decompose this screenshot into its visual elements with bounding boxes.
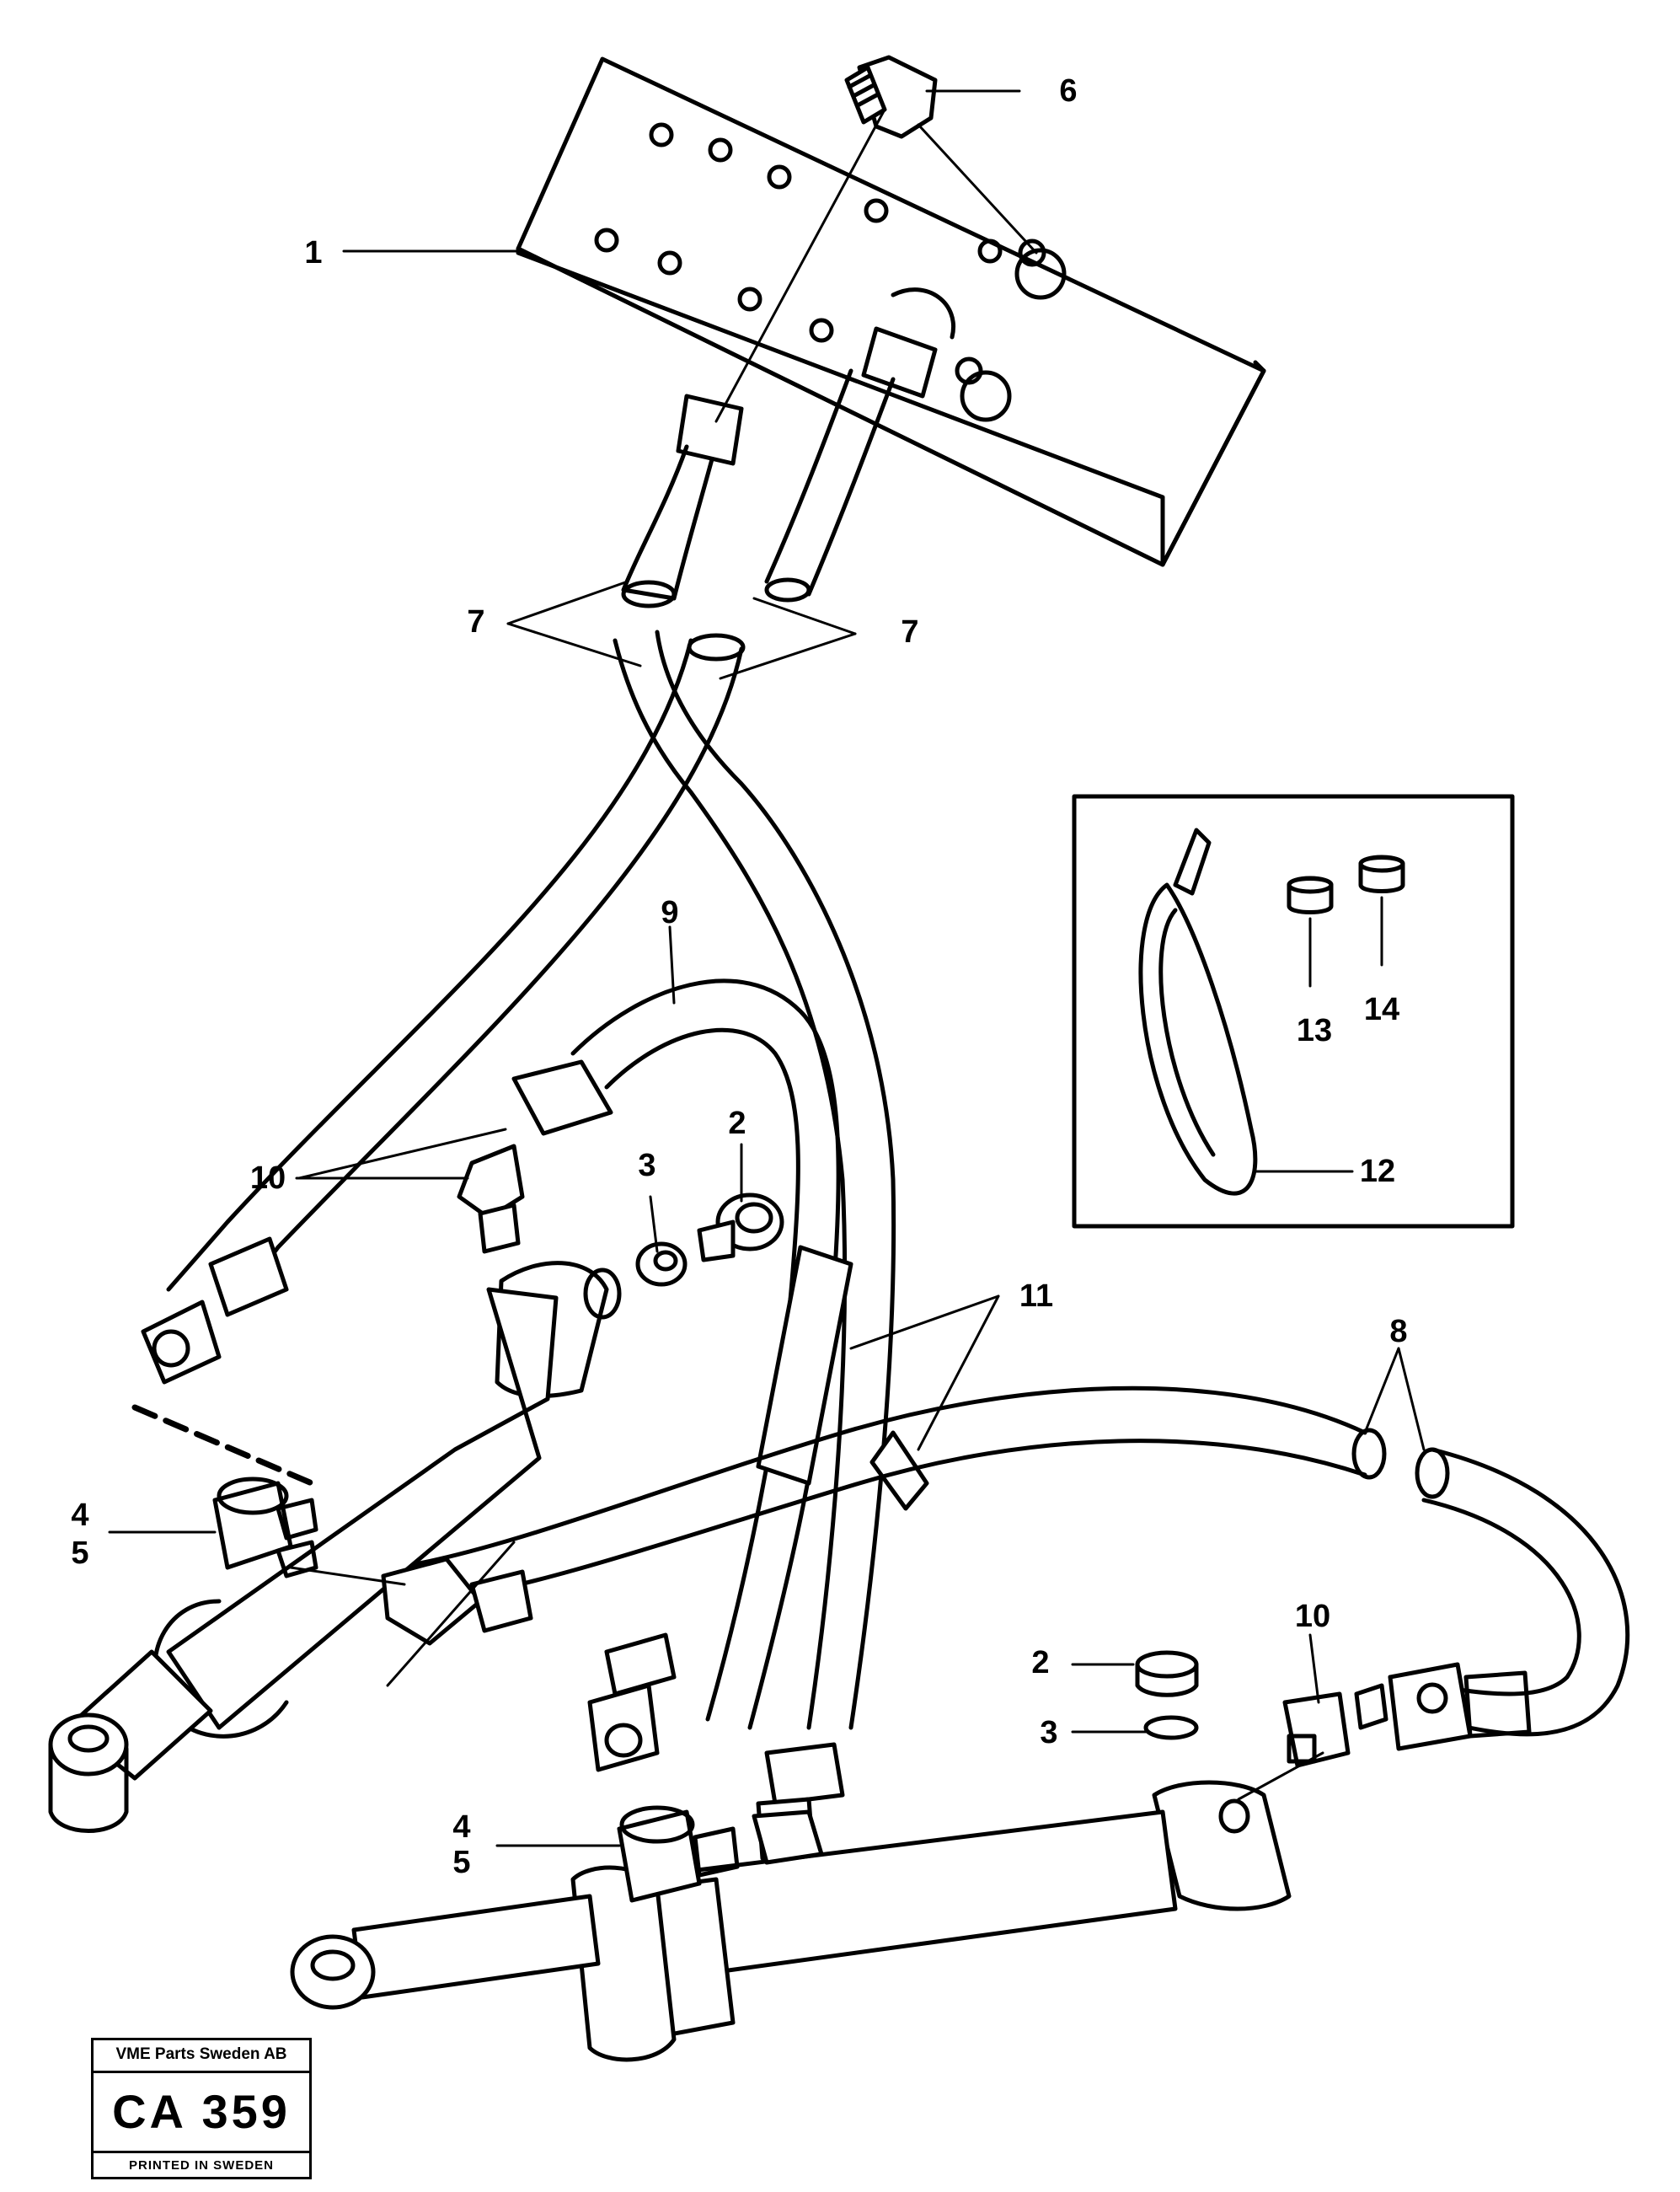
drawing-stamp: VME Parts Sweden AB CA 359 PRINTED IN SW… (91, 2038, 312, 2179)
steering-cylinder-left (48, 1261, 622, 1833)
callout-5-upper: 5 (71, 1535, 88, 1571)
stamp-company: VME Parts Sweden AB (94, 2040, 309, 2073)
callout-2-lower: 2 (1031, 1645, 1049, 1680)
callout-6: 6 (1059, 73, 1077, 109)
steering-cylinder-right (290, 1780, 1292, 2062)
banjo-fitting-4-5-lower (617, 1805, 824, 1903)
callout-3-lower: 3 (1040, 1715, 1057, 1750)
leader-lines (108, 89, 1426, 1847)
callout-7-right: 7 (901, 614, 918, 650)
banjo-fitting-4-5 (212, 1477, 318, 1578)
callout-12: 12 (1360, 1154, 1395, 1189)
washer-3-lower (1143, 1715, 1199, 1740)
elbow-fitting-10 (457, 1144, 525, 1254)
stamp-drawing-code: CA 359 (94, 2073, 309, 2153)
adapter-fitting-6 (844, 55, 938, 139)
callout-4-lower: 4 (452, 1809, 470, 1845)
hose-8 (393, 1385, 1630, 1737)
callout-13: 13 (1297, 1013, 1332, 1048)
plug-2 (697, 1192, 784, 1262)
plug-2-lower (1135, 1650, 1199, 1697)
callout-14: 14 (1364, 992, 1399, 1027)
washer-3 (635, 1241, 688, 1287)
callout-10-lower: 10 (1295, 1599, 1330, 1634)
callout-2-upper: 2 (728, 1106, 746, 1141)
hose-7 (621, 287, 955, 608)
callout-9: 9 (661, 895, 678, 930)
stamp-printed-note: PRINTED IN SWEDEN (128, 2158, 274, 2173)
callout-10-upper: 10 (250, 1160, 286, 1196)
callouts: 1 6 7 7 9 10 2 3 11 8 13 14 12 4 5 10 2 … (71, 73, 1407, 1880)
callout-11: 11 (1019, 1278, 1053, 1314)
callout-7-left: 7 (467, 604, 484, 640)
callout-4-upper: 4 (71, 1498, 88, 1533)
inset-box (1072, 794, 1515, 1229)
hose-end-left (131, 1236, 315, 1487)
callout-8: 8 (1389, 1314, 1407, 1349)
callout-5-lower: 5 (452, 1845, 470, 1880)
lower-hoses (166, 630, 896, 1730)
valve-block (516, 56, 1266, 567)
callout-1: 1 (304, 235, 322, 271)
callout-3-upper: 3 (638, 1148, 655, 1183)
hose-end-right (1388, 1662, 1532, 1751)
hose-9 (511, 978, 841, 1730)
elbow-fitting-10-lower (1282, 1683, 1388, 1768)
